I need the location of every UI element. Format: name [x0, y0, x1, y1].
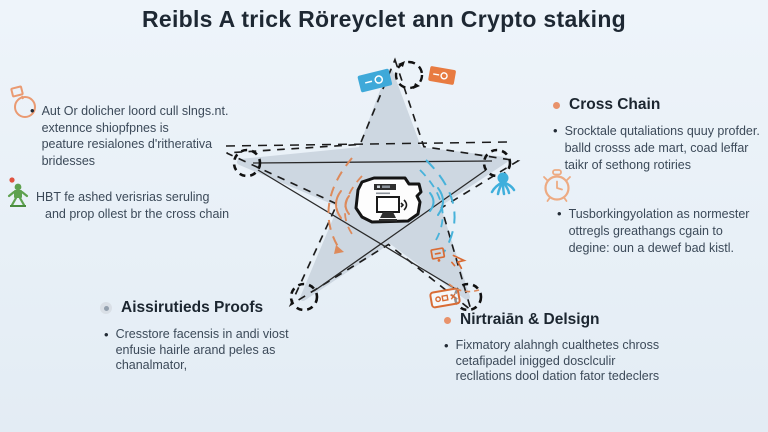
- text-line: Cresstore facensis in andi viost: [115, 327, 289, 341]
- left-middle-block: HBT fe ashed verisrias seruling and prop…: [36, 189, 229, 222]
- heading-bullet-icon: [444, 316, 451, 324]
- orange-flag-icon: [428, 66, 456, 85]
- text-line: and prop ollest br the cross chain: [45, 206, 230, 221]
- orange-stack-icon: [430, 247, 446, 262]
- bullet-marker: •: [104, 327, 109, 342]
- text-line: chanalmator,: [115, 358, 188, 372]
- orange-orbit-arcs: [327, 157, 363, 254]
- blue-tag-icon: [357, 68, 393, 93]
- dashed-guide-line: [225, 141, 511, 147]
- heading-bullet-icon: [100, 302, 112, 314]
- node-dashed-circles: [232, 148, 512, 312]
- text-line: Aut Or dolicher loord cull slngs.nt.: [41, 104, 229, 118]
- section-heading: Aissirutieds Proofs: [121, 299, 264, 316]
- text-line: Tusborkingyolation as normester: [568, 207, 750, 221]
- orange-cursor-icon: [451, 254, 467, 270]
- right-top-heading-row: Cross Chain: [553, 96, 660, 114]
- heading-bullet-icon: [553, 101, 560, 109]
- left-bottom-heading-row: Aissirutieds Proofs: [100, 299, 263, 317]
- text-line: cetafipadel inigged dosclculir: [455, 353, 616, 368]
- star-dashed-outline-icon: [226, 57, 521, 313]
- text-line: Fixmatory alahngh cualthetes chross: [455, 338, 660, 352]
- text-line: recllations dool dation fator tedeclers: [455, 369, 660, 383]
- text-line: bridesses: [41, 153, 96, 168]
- clock-icon: [543, 169, 571, 202]
- text-line: ottregls greathangs cgain to: [568, 224, 723, 238]
- left-top-block: • Aut Or dolicher loord cull slngs.nt. e…: [30, 103, 228, 169]
- section-heading: Cross Chain: [569, 96, 661, 113]
- text-line: Srocktale qutaliations quuy profder.: [564, 124, 760, 138]
- star-shape: [237, 69, 508, 301]
- text-line: balld crosss ade mart, coad leffar: [564, 141, 749, 155]
- text-line: enfusie hairle arand peles as: [115, 342, 276, 357]
- pentagram-chords: [252, 160, 493, 292]
- right-top-block-1: • Srocktale qutaliations quuy profder. b…: [553, 123, 760, 174]
- bullet-marker: •: [30, 103, 35, 118]
- text-line: extennce shiopfpnes is: [41, 120, 169, 135]
- bullet-marker: •: [553, 123, 558, 138]
- computer-workstation-icon: [354, 176, 423, 224]
- right-top-block-2: • Tusborkingyolation as normester ottreg…: [557, 206, 749, 257]
- left-bottom-block: • Cresstore facensis in andi viost enfus…: [104, 327, 289, 374]
- section-heading: Nirtraiān & Delsign: [460, 311, 600, 328]
- sync-dashed-circle-icon: [394, 60, 424, 90]
- right-bottom-heading-row: Nirtraiān & Delsign: [444, 311, 600, 329]
- orange-badge-icon: [429, 287, 461, 309]
- text-line: peature resialones d'ritherativa: [41, 137, 213, 151]
- blue-orbit-arcs: [419, 159, 456, 253]
- text-line: degine: oun a dewef bad kistl.: [568, 241, 734, 255]
- text-line: taikr of sethong rotiries: [564, 158, 692, 172]
- right-bottom-block: • Fixmatory alahngh cualthetes chross ce…: [444, 338, 659, 385]
- orange-dashed-curve: [448, 283, 480, 293]
- blue-octopus-icon: [490, 172, 516, 196]
- bullet-marker: •: [557, 206, 562, 221]
- text-line: HBT fe ashed verisrias seruling: [36, 190, 210, 204]
- green-person-icon: [7, 177, 29, 207]
- bullet-marker: •: [444, 338, 449, 353]
- page-title: Reibls A trick Röreyclet ann Crypto stak…: [141, 6, 627, 32]
